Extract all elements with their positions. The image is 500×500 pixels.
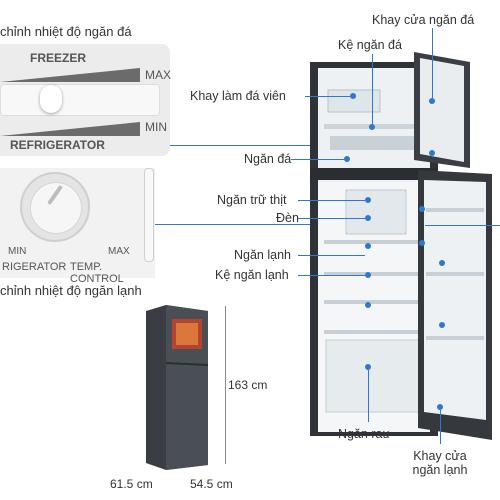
fridge-shelf-4	[324, 330, 424, 334]
pointer-meat-compartment	[298, 200, 365, 201]
fridge-shelf-2	[324, 272, 424, 276]
refrigerator-scale-graphic	[0, 122, 140, 136]
dial-knob[interactable]	[20, 172, 90, 242]
pointer-freezer-door-tray	[432, 28, 433, 98]
marker-fridge-shelf-2	[365, 302, 371, 308]
label-meat-compartment: Ngăn trữ thịt	[217, 193, 287, 207]
freezer-scale-graphic	[0, 68, 140, 82]
freezer-door-liner	[420, 58, 464, 162]
open-fridge-illustration	[310, 52, 492, 440]
fridge-temp-control-caption: chỉnh nhiệt độ ngăn lạnh	[0, 283, 142, 298]
pointer-freezer-shelf	[372, 54, 373, 124]
marker-fridge-compartment	[365, 243, 371, 249]
pointer-vegetable-drawer	[368, 370, 369, 422]
width-dimension: 54.5 cm	[190, 477, 233, 491]
marker-fridge-door-top	[419, 206, 425, 212]
vegetable-drawer-shape	[325, 339, 423, 413]
label-freezer-door-tray: Khay cửa ngăn đá	[372, 13, 475, 27]
dial-max-label: MAX	[108, 246, 130, 257]
label-fridge-door-tray-line2: ngăn lạnh	[412, 463, 468, 477]
dial-bracket	[144, 168, 154, 262]
min-label: MIN	[145, 120, 167, 134]
depth-dimension: 61.5 cm	[110, 477, 153, 491]
label-vegetable-drawer: Ngăn rau	[338, 427, 390, 441]
label-fridge-shelf: Kệ ngăn lạnh	[215, 268, 289, 282]
fridge-thumbnail	[146, 305, 216, 470]
pointer-freezer-compartment	[291, 159, 344, 160]
compartment-divider	[310, 168, 438, 180]
dial-right-text: TEMP. CONTROL	[70, 261, 124, 285]
fridge-control-pointer-line	[155, 224, 318, 225]
label-freezer-compartment: Ngăn đá	[244, 152, 292, 166]
slider-knob[interactable]	[40, 85, 62, 113]
pointer-ice-tray	[305, 96, 350, 97]
marker-meat-compartment	[365, 197, 371, 203]
refrigerator-label: REFRIGERATOR	[10, 138, 105, 152]
label-freezer-shelf: Kệ ngăn đá	[338, 38, 402, 52]
marker-fridge-door-mid	[419, 240, 425, 246]
marker-fridge-door-right-2	[439, 322, 445, 328]
pointer-fridge-shelf	[298, 275, 365, 276]
marker-freezer-door-tray-2	[429, 150, 435, 156]
marker-freezer-door-tray	[429, 98, 435, 104]
freezer-temp-control-caption: chỉnh nhiệt độ ngăn đá	[0, 24, 132, 39]
label-fridge-door-tray: Khay cửa ngăn lạnh	[400, 449, 480, 477]
freezer-vent-shape	[330, 136, 420, 150]
slider-track	[0, 84, 160, 116]
dial-control-panel: MIN MAX RIGERATOR TEMP. CONTROL	[0, 168, 155, 285]
marker-freezer-compartment	[344, 156, 350, 162]
meat-drawer-shape	[345, 189, 407, 235]
fridge-thumbnail-shape	[146, 305, 209, 470]
ice-tray-shape	[327, 89, 381, 113]
fridge-shelf-3	[324, 300, 424, 304]
label-fridge-door-tray-line1: Khay cửa	[413, 449, 467, 463]
dial-min-label: MIN	[8, 246, 27, 257]
fridge-door-liner	[424, 180, 486, 420]
pointer-fridge-door-edge	[425, 225, 500, 226]
label-fridge-compartment: Ngăn lạnh	[234, 248, 291, 262]
marker-vegetable-drawer	[365, 364, 371, 370]
marker-fridge-door-right	[439, 260, 445, 266]
label-ice-tray: Khay làm đá viên	[190, 89, 286, 103]
marker-ice-tray	[350, 93, 356, 99]
pointer-lamp	[298, 218, 365, 219]
freezer-label: FREEZER	[30, 51, 87, 65]
pointer-fridge-compartment	[298, 255, 365, 256]
pointer-fridge-door-tray	[440, 410, 441, 444]
marker-freezer-shelf	[369, 124, 375, 130]
marker-fridge-shelf	[365, 272, 371, 278]
marker-fridge-door-tray	[437, 404, 443, 410]
max-label: MAX	[145, 68, 172, 82]
freezer-control-pointer-line	[170, 145, 318, 146]
slider-control-panel: FREEZER MAX MIN REFRIGERATOR	[0, 44, 172, 156]
height-dimension-line	[225, 306, 226, 464]
fridge-shelf-1	[324, 240, 424, 244]
marker-lamp	[365, 215, 371, 221]
height-dimension: 163 cm	[228, 378, 268, 392]
dial-left-text: RIGERATOR	[2, 261, 67, 273]
label-lamp: Đèn	[276, 211, 299, 225]
